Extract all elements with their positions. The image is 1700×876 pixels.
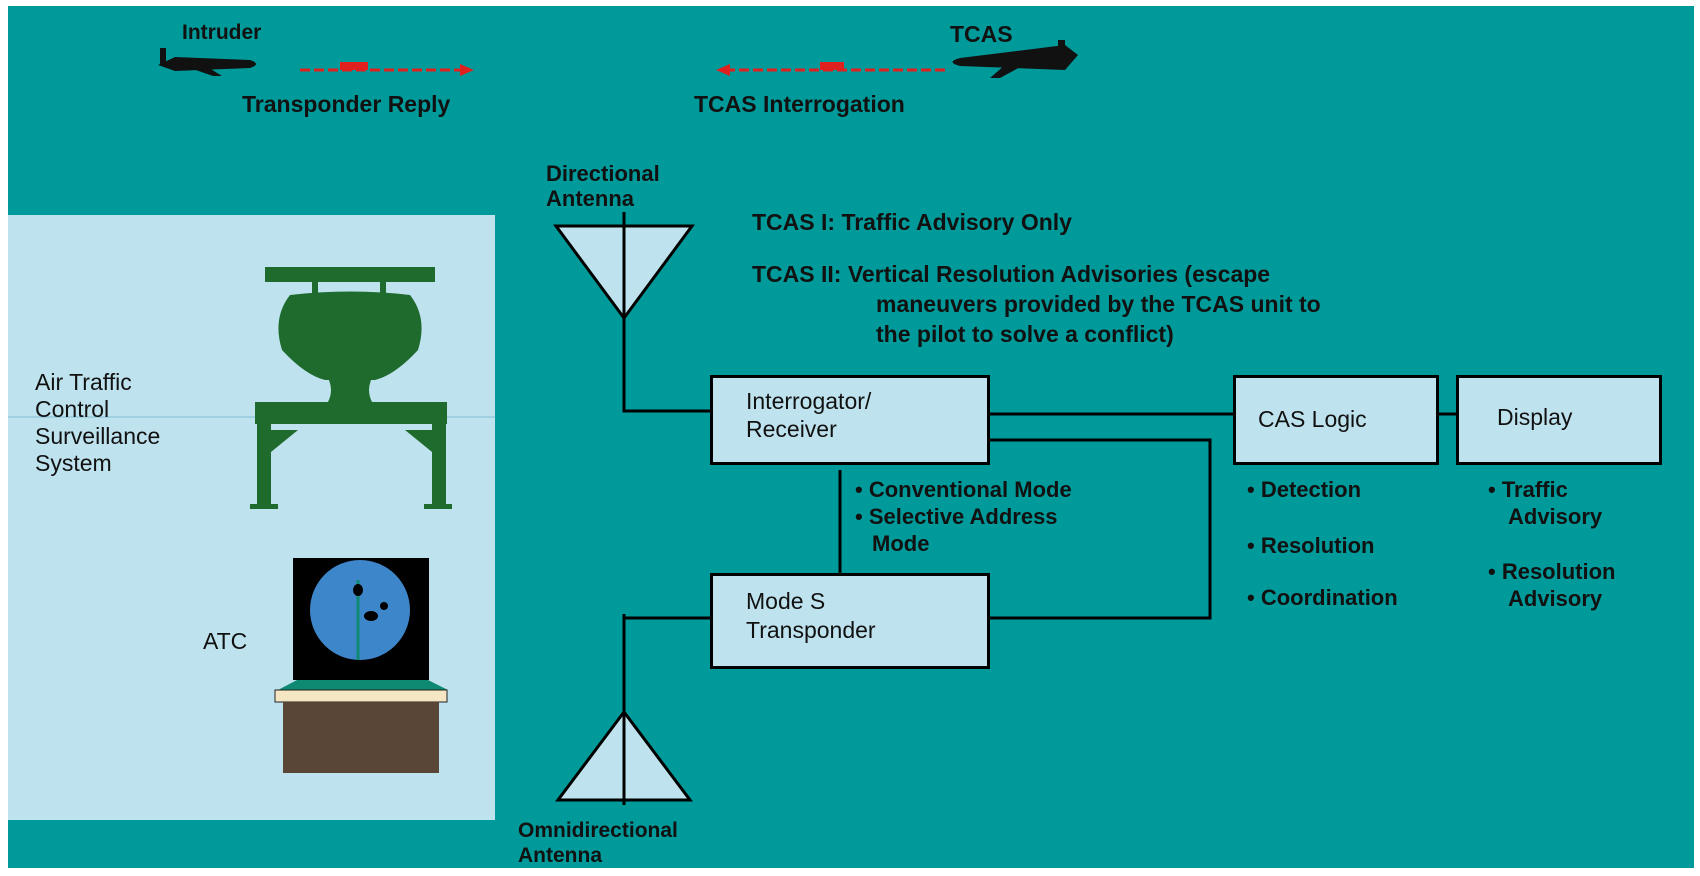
atc-system-label-3: Surveillance xyxy=(35,423,161,449)
cas-logic-label: CAS Logic xyxy=(1258,406,1367,432)
receiver-label: Receiver xyxy=(746,416,837,442)
interrogator-receiver-box: Interrogator/ Receiver xyxy=(710,375,990,465)
atc-system-label-4: System xyxy=(35,450,112,476)
tcas-ii-description-1: TCAS II: Vertical Resolution Advisories … xyxy=(752,261,1271,287)
display-traffic-item-cont: Advisory xyxy=(1508,504,1603,529)
mode-s-transponder-box: Mode S Transponder xyxy=(710,573,990,669)
omnidirectional-antenna-label-2: Antenna xyxy=(518,844,602,867)
tcas-ii-description-2: maneuvers provided by the TCAS unit to xyxy=(876,291,1321,317)
display-box: Display xyxy=(1456,375,1662,465)
cas-coordination-item: • Coordination xyxy=(1247,585,1398,610)
radar-antenna-icon xyxy=(250,267,452,509)
selective-address-item-cont: Mode xyxy=(872,531,930,556)
atc-system-label-2: Control xyxy=(35,396,110,422)
cas-resolution-item: • Resolution xyxy=(1247,533,1375,558)
atc-system-label-1: Air Traffic xyxy=(35,369,132,395)
omnidirectional-antenna-label-1: Omnidirectional xyxy=(518,819,678,842)
display-traffic-item: • Traffic xyxy=(1488,477,1568,502)
tcas-ii-description-3: the pilot to solve a conflict) xyxy=(876,321,1174,347)
tcas-aircraft-icon xyxy=(952,40,1078,78)
directional-antenna-icon xyxy=(553,212,695,321)
directional-antenna-label-1: Directional xyxy=(546,161,660,186)
omnidirectional-antenna-icon xyxy=(555,614,693,805)
tcas-interrogation-arrow xyxy=(716,62,945,76)
tcas-interrogation-label: TCAS Interrogation xyxy=(694,91,905,117)
tcas-aircraft-label: TCAS xyxy=(950,21,1013,47)
cas-detection-item: • Detection xyxy=(1247,477,1362,502)
connector-lines xyxy=(622,318,1458,620)
display-resolution-item: • Resolution xyxy=(1488,559,1616,584)
directional-antenna-label-2: Antenna xyxy=(546,186,634,211)
display-resolution-item-cont: Advisory xyxy=(1508,586,1603,611)
conventional-mode-item: • Conventional Mode xyxy=(855,477,1072,502)
intruder-label: Intruder xyxy=(182,21,262,44)
atc-console-icon xyxy=(274,558,448,773)
mode-s-label: Mode S xyxy=(746,588,826,614)
display-label: Display xyxy=(1497,404,1573,430)
transponder-reply-arrow xyxy=(300,62,474,76)
transponder-label: Transponder xyxy=(746,617,876,643)
cas-logic-box: CAS Logic xyxy=(1233,375,1439,465)
atc-label: ATC xyxy=(203,628,248,654)
selective-address-item: • Selective Address xyxy=(855,504,1058,529)
intruder-aircraft-icon xyxy=(158,48,256,76)
transponder-reply-label: Transponder Reply xyxy=(242,91,451,117)
interrogator-label: Interrogator/ xyxy=(746,388,872,414)
tcas-i-description: TCAS I: Traffic Advisory Only xyxy=(752,209,1072,235)
